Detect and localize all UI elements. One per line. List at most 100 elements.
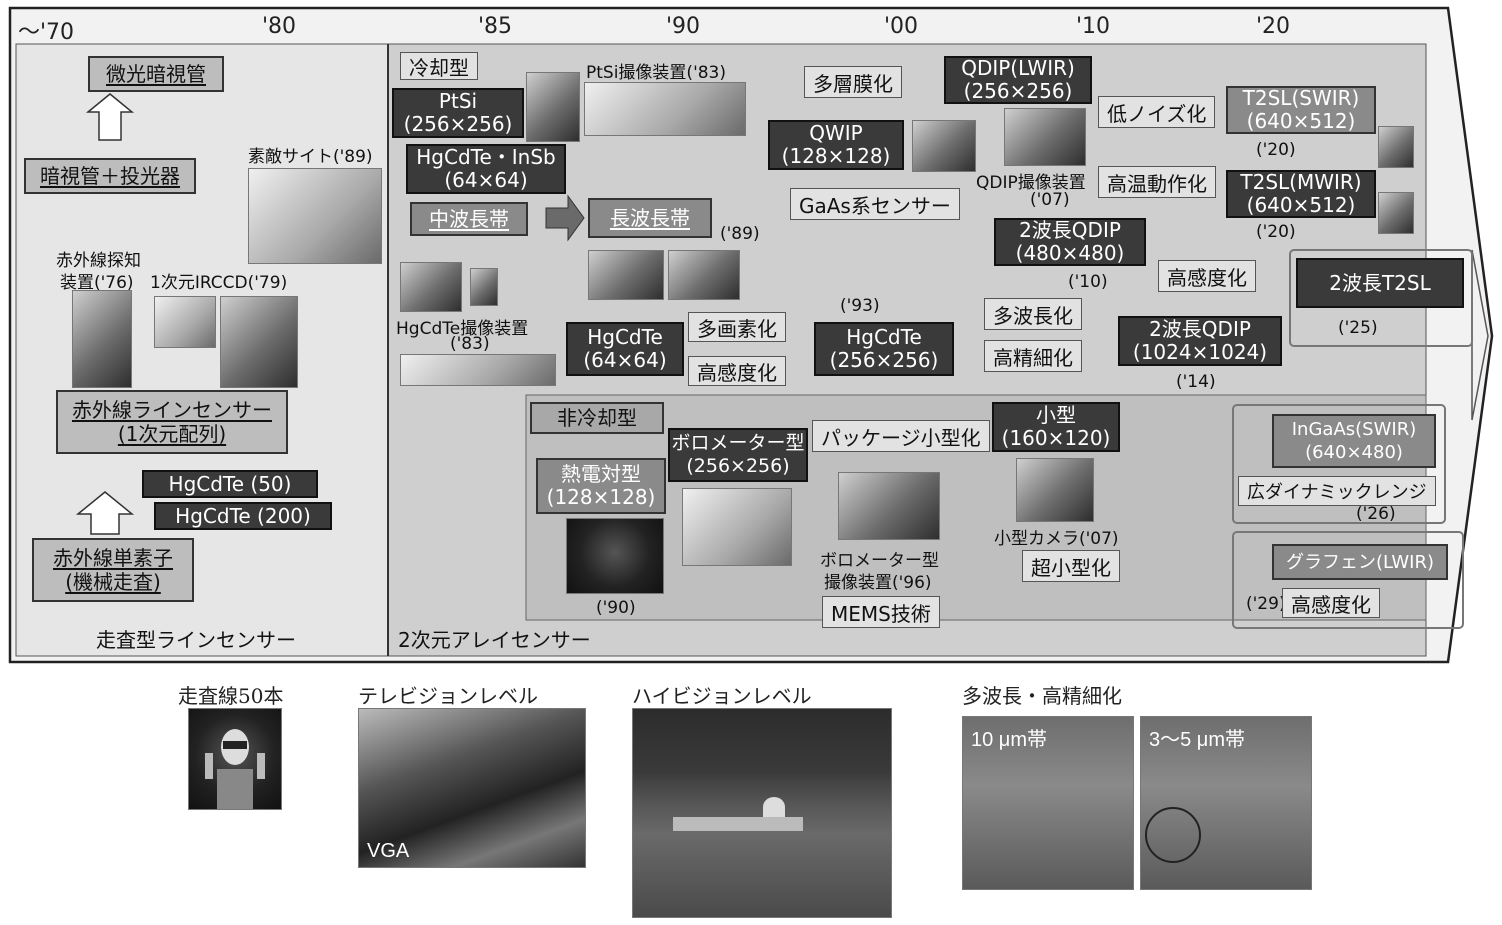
label-gaas-sensor: GaAs系センサー xyxy=(790,188,960,220)
photo-qwip-chip xyxy=(912,120,976,172)
photo-hgcdte-device xyxy=(400,354,556,386)
ship-shape xyxy=(673,817,803,831)
box-lwir: 長波長帯 xyxy=(588,198,712,238)
box-night-vision-projector: 暗視管＋投光器 xyxy=(24,158,196,194)
label-qdip-device: QDIP撮像装置 xyxy=(976,173,1086,193)
box-hgcdte-64: HgCdTe(64×64) xyxy=(566,322,684,376)
box-ir-single-element: 赤外線単素子(機械走査) xyxy=(32,538,194,602)
caption-tv-level: テレビジョンレベル xyxy=(358,684,538,708)
year-label: '00 xyxy=(884,14,919,39)
photo-ir-detector xyxy=(72,290,132,388)
box-qwip: QWIP(128×128) xyxy=(768,120,904,170)
box-hgcdte-insb: HgCdTe・InSb(64×64) xyxy=(406,144,566,194)
label-10um: 10 μm帯 xyxy=(971,729,1047,751)
label-mems: MEMS技術 xyxy=(822,596,940,628)
year-label: '10 xyxy=(1076,14,1111,39)
image-3-5um-band: 3〜5 μm帯 xyxy=(1140,716,1312,890)
caption-50-lines: 走査線50本 xyxy=(178,684,284,708)
image-hd-level xyxy=(632,708,892,918)
box-t2sl-mwir: T2SL(MWIR)(640×512) xyxy=(1226,170,1376,218)
photo-ir-ccd xyxy=(154,296,216,348)
highlight-circle xyxy=(1145,807,1201,863)
year-label: '85 xyxy=(478,14,513,39)
label-high-resolution: 高精細化 xyxy=(984,340,1082,372)
label-year-89: ('89) xyxy=(720,224,760,244)
label-high-sensitivity-3: 高感度化 xyxy=(1282,588,1380,618)
box-hgcdte-256: HgCdTe(256×256) xyxy=(814,322,954,376)
box-hgcdte-50: HgCdTe (50) xyxy=(142,470,318,498)
label-package-miniaturization: パッケージ小型化 xyxy=(812,420,990,452)
box-image-intensifier: 微光暗視管 xyxy=(88,56,224,92)
photo-qdip-device xyxy=(1004,108,1086,166)
photo-bolometer-chip xyxy=(682,488,792,566)
footer-scan-line-sensor: 走査型ラインセンサー xyxy=(96,628,296,652)
box-dual-t2sl: 2波長T2SL xyxy=(1296,258,1464,308)
photo-thermopile-chip xyxy=(566,518,664,594)
label-uncooled: 非冷却型 xyxy=(530,402,664,434)
photo-t2sl-swir xyxy=(1378,126,1414,168)
ship-plume-shape xyxy=(763,797,785,817)
box-small-sensor: 小型(160×120) xyxy=(992,402,1120,452)
label-small-camera: 小型カメラ('07) xyxy=(994,529,1119,549)
photo-ptsi-chip xyxy=(526,72,580,142)
box-ingaas-swir: InGaAs(SWIR)(640×480) xyxy=(1272,414,1436,468)
label-high-sensitivity: 高感度化 xyxy=(688,356,786,386)
label-year-93: ('93) xyxy=(840,296,880,316)
label-low-noise: 低ノイズ化 xyxy=(1098,96,1216,128)
label-wide-dynamic-range: 広ダイナミックレンジ xyxy=(1238,476,1436,506)
box-dual-qdip-480: 2波長QDIP(480×480) xyxy=(994,218,1146,266)
label-high-temp: 高温動作化 xyxy=(1098,166,1216,198)
label-ir-detector-2: 装置('76) xyxy=(60,273,134,293)
box-graphene-lwir: グラフェン(LWIR) xyxy=(1272,544,1448,580)
label-suteki-site: 素敵サイト('89) xyxy=(248,147,373,167)
label-year-25: ('25) xyxy=(1338,318,1378,338)
photo-bolometer-device xyxy=(838,472,940,540)
label-year-90: ('90) xyxy=(596,598,636,618)
photo-hgcdte-chip xyxy=(400,262,462,312)
box-t2sl-swir: T2SL(SWIR)(640×512) xyxy=(1226,86,1376,134)
label-multilayer: 多層膜化 xyxy=(804,66,902,98)
label-year-83: ('83) xyxy=(450,334,490,354)
year-label: '80 xyxy=(262,14,297,39)
box-mwir: 中波長帯 xyxy=(410,202,528,236)
photo-suteki-site xyxy=(248,168,382,264)
photo-lwir-chip-2 xyxy=(668,250,740,300)
box-dual-qdip-1024: 2波長QDIP(1024×1024) xyxy=(1118,316,1282,366)
photo-small-camera xyxy=(1016,458,1094,522)
box-hgcdte-200: HgCdTe (200) xyxy=(154,502,332,530)
label-vga: VGA xyxy=(367,840,410,862)
label-multi-pixel: 多画素化 xyxy=(688,312,786,342)
label-cooled: 冷却型 xyxy=(400,52,478,80)
year-label: '90 xyxy=(666,14,701,39)
box-thermopile: 熱電対型(128×128) xyxy=(536,458,666,514)
label-high-sensitivity-2: 高感度化 xyxy=(1158,260,1256,292)
label-hgcdte-device: HgCdTe撮像装置 xyxy=(396,319,529,339)
caption-hd-level: ハイビジョンレベル xyxy=(632,684,812,708)
photo-lwir-chip-1 xyxy=(588,250,664,300)
person-silhouette-icon xyxy=(205,729,265,809)
label-ir-ccd: 1次元IRCCD('79) xyxy=(150,273,288,293)
footer-2d-array-sensor: 2次元アレイセンサー xyxy=(398,628,591,652)
photo-hgcdte-chip-small xyxy=(470,268,498,306)
image-10um-band: 10 μm帯 xyxy=(962,716,1134,890)
label-multi-wavelength: 多波長化 xyxy=(984,298,1082,330)
year-label: ～'70 xyxy=(18,20,75,45)
box-bolometer: ボロメーター型(256×256) xyxy=(668,428,808,482)
label-ir-detector-1: 赤外線探知 xyxy=(56,251,141,271)
label-year-20b: ('20) xyxy=(1256,222,1296,242)
label-year-20a: ('20) xyxy=(1256,140,1296,160)
caption-multi-band: 多波長・高精細化 xyxy=(962,684,1122,708)
label-year-14: ('14) xyxy=(1176,372,1216,392)
photo-t2sl-mwir xyxy=(1378,192,1414,234)
label-3-5um: 3〜5 μm帯 xyxy=(1149,729,1245,751)
label-bolometer-device-1: ボロメーター型 xyxy=(820,551,939,571)
label-year-10: ('10) xyxy=(1068,272,1108,292)
label-year-26: ('26) xyxy=(1356,504,1396,524)
photo-ir-camera xyxy=(220,296,298,388)
label-ultra-small: 超小型化 xyxy=(1022,550,1120,582)
image-tv-level: VGA xyxy=(358,708,586,868)
label-ptsi-device: PtSi撮像装置('83) xyxy=(586,63,727,83)
label-bolometer-device-2: 撮像装置('96) xyxy=(824,573,932,593)
label-year-29: ('29) xyxy=(1246,594,1286,614)
year-label: '20 xyxy=(1256,14,1291,39)
